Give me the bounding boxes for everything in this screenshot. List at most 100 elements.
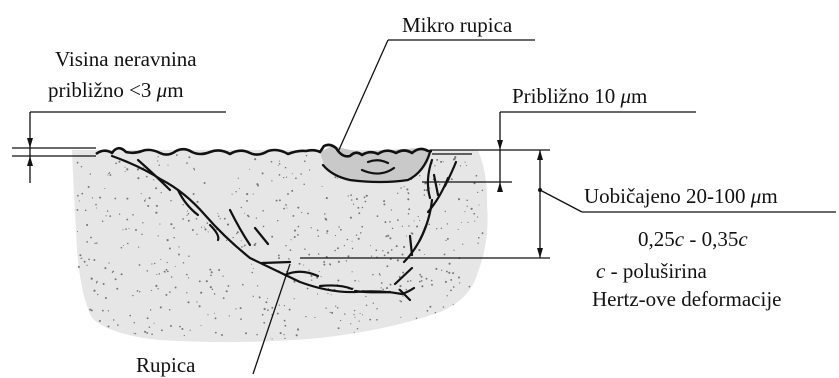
stipple-dot [154,323,155,324]
stipple-dot [357,328,358,329]
stipple-dot [364,196,366,198]
stipple-dot [482,232,484,234]
stipple-dot [186,162,188,164]
stipple-dot [476,175,478,177]
stipple-dot [406,188,408,190]
stipple-dot [405,289,407,291]
stipple-dot [459,282,460,283]
stipple-dot [256,217,257,218]
stipple-dot [215,317,217,319]
stipple-dot [408,213,410,215]
stipple-dot [217,213,218,214]
stipple-dot [327,293,328,294]
stipple-dot [337,307,339,309]
stipple-dot [149,197,151,199]
stipple-dot [132,214,134,216]
stipple-dot [377,215,379,217]
stipple-dot [399,285,401,287]
stipple-dot [156,274,157,275]
stipple-dot [118,161,120,163]
stipple-dot [115,278,117,280]
stipple-dot [214,293,216,295]
stipple-dot [124,167,125,168]
stipple-dot [379,274,380,275]
stipple-dot [182,218,184,220]
stipple-dot [482,190,484,192]
stipple-dot [311,279,312,280]
stipple-dot [186,292,187,293]
stipple-dot [245,332,247,334]
stipple-dot [210,274,212,276]
stipple-dot [178,254,180,256]
stipple-dot [337,247,339,249]
stipple-dot [81,193,83,195]
micro-pit-leader [338,40,535,152]
stipple-dot [132,295,133,296]
stipple-dot [222,275,223,276]
stipple-dot [399,300,400,301]
c-definition-label: c - poluširina [596,259,707,283]
stipple-dot [161,329,163,331]
stipple-dot [247,215,249,217]
stipple-dot [400,317,401,318]
stipple-dot [439,184,440,185]
stipple-dot [350,323,351,324]
stipple-dot [397,219,399,221]
stipple-dot [249,169,250,170]
stipple-dot [352,271,353,272]
stipple-dot [277,313,279,315]
stipple-dot [144,200,146,202]
stipple-dot [318,253,320,255]
stipple-dot [151,333,153,335]
stipple-dot [416,317,418,319]
stipple-dot [360,232,362,234]
stipple-dot [151,263,152,264]
stipple-dot [141,193,142,194]
stipple-dot [221,334,223,336]
stipple-dot [236,233,237,234]
stipple-dot [414,220,415,221]
stipple-dot [359,321,360,322]
stipple-dot [259,296,261,298]
micro-pit-depth-label: Približno 10 μm [512,84,647,108]
stipple-dot [125,228,127,230]
stipple-dot [116,288,118,290]
stipple-dot [188,213,190,215]
stipple-dot [77,195,79,197]
stipple-dot [227,285,229,287]
stipple-dot [81,257,82,258]
stipple-dot [301,212,302,213]
stipple-dot [229,315,230,316]
stipple-dot [151,290,152,291]
stipple-dot [121,247,123,249]
stipple-dot [396,245,398,247]
stipple-dot [104,188,105,189]
stipple-dot [453,250,454,251]
stipple-dot [206,222,208,224]
stipple-dot [311,227,312,228]
stipple-dot [326,230,328,232]
stipple-dot [283,208,285,210]
stipple-dot [159,224,160,225]
stipple-dot [276,200,278,202]
stipple-dot [165,294,167,296]
stipple-dot [317,229,319,231]
stipple-dot [383,203,385,205]
stipple-dot [157,160,158,161]
stipple-dot [358,238,360,240]
stipple-dot [90,237,92,239]
stipple-dot [255,243,257,245]
stipple-dot [385,235,387,237]
stipple-dot [379,273,380,274]
stipple-dot [469,286,471,288]
stipple-dot [443,306,444,307]
stipple-dot [127,243,129,245]
stipple-dot [184,335,185,336]
stipple-dot [435,312,436,313]
stipple-dot [283,177,284,178]
stipple-dot [138,246,139,247]
stipple-dot [94,243,95,244]
stipple-dot [294,298,295,299]
stipple-dot [290,249,292,251]
stipple-dot [334,250,336,252]
